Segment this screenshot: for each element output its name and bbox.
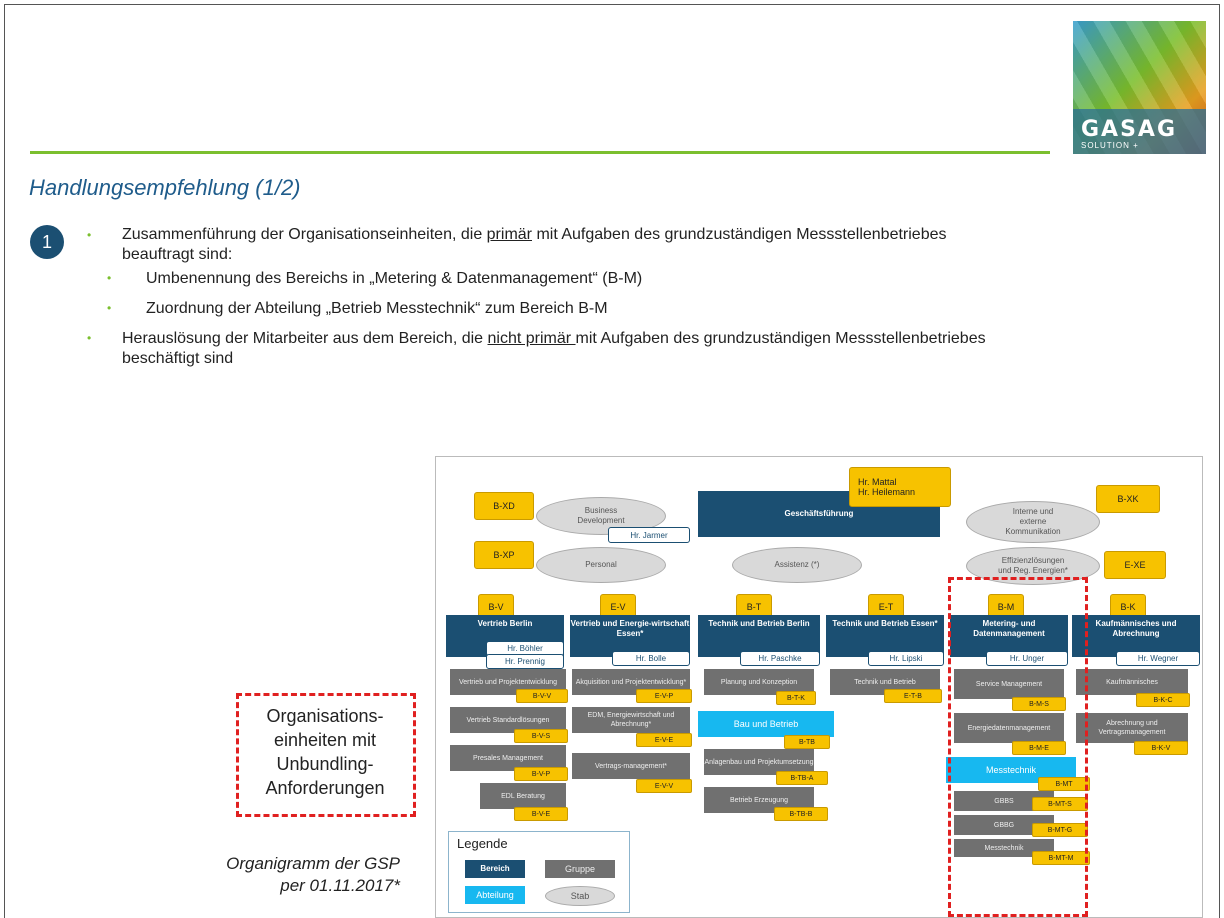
tag-e-xe: E-XE	[1104, 551, 1166, 579]
bullet-dot: •	[87, 331, 92, 345]
tag-bt1: B-T-K	[776, 691, 816, 705]
box-kaufmaennisches: Kaufmännisches und Abrechnung	[1072, 615, 1200, 657]
org-chart-caption: Organigramm der GSP per 01.11.2017*	[226, 854, 400, 895]
unit-bt3: Anlagenbau und Projektumsetzung	[704, 749, 814, 775]
unit-bv1: Vertrieb und Projektentwicklung	[450, 669, 566, 695]
tag-bt3: B-TB-A	[776, 771, 828, 785]
sub-bullet-dot: •	[107, 301, 112, 315]
header-rule	[30, 151, 1050, 154]
tag-bm4: B-MT-S	[1032, 797, 1088, 811]
legend-title: Legende	[457, 836, 508, 851]
tag-ev2: E-V-E	[636, 733, 692, 747]
tag-bk1: B-K-C	[1136, 693, 1190, 707]
slide-title: Handlungsempfehlung (1/2)	[29, 175, 301, 200]
unit-bt1: Planung und Konzeption	[704, 669, 814, 695]
legend-gruppe: Gruppe	[545, 860, 615, 878]
tag-bm1: B-M-S	[1012, 697, 1066, 711]
tag-bt4: B-TB-B	[774, 807, 828, 821]
name-prennig: Hr. Prennig	[486, 654, 564, 669]
tag-bv2: B-V-S	[514, 729, 568, 743]
tag-bm2: B-M-E	[1012, 741, 1066, 755]
legend-bereich: Bereich	[465, 860, 525, 878]
legend: Legende Bereich Gruppe Abteilung Stab	[448, 831, 630, 913]
tag-b-xp: B-XP	[474, 541, 534, 569]
tag-bm3: B-MT	[1038, 777, 1090, 791]
sub-bullet-1: Umbenennung des Bereichs in „Metering & …	[146, 270, 643, 287]
unit-bv4: EDL Beratung	[480, 783, 566, 809]
box-technik-berlin: Technik und Betrieb Berlin	[698, 615, 820, 657]
staff-personal: Personal	[536, 547, 666, 583]
unit-bm5: GBBG	[954, 815, 1054, 835]
unit-bm6: Messtechnik	[954, 839, 1054, 857]
sub-bullet-2: Zuordnung der Abteilung „Betrieb Messtec…	[146, 300, 608, 317]
name-paschke: Hr. Paschke	[740, 651, 820, 666]
unit-bt2: Bau und Betrieb	[698, 711, 834, 737]
tag-bv4: B-V-E	[514, 807, 568, 821]
tag-bt2: B-TB	[784, 735, 830, 749]
name-jarmer: Hr. Jarmer	[608, 527, 690, 543]
unit-ev2: EDM, Energiewirtschaft und Abrechnung*	[572, 707, 690, 733]
bm-highlight	[948, 577, 1088, 917]
bullet-2-line2: beschäftigt sind	[122, 350, 234, 367]
unit-bk1: Kaufmännisches	[1076, 669, 1188, 695]
tag-b-xk: B-XK	[1096, 485, 1160, 513]
unit-bv3: Presales Management	[450, 745, 566, 771]
tag-et1: E-T-B	[884, 689, 942, 703]
slide-frame	[4, 4, 1220, 918]
tag-ev3: E-V-V	[636, 779, 692, 793]
legend-stab: Stab	[545, 886, 615, 906]
unit-bm4: GBBS	[954, 791, 1054, 811]
bullet-dot: •	[87, 228, 92, 242]
logo-brand: GASAG	[1081, 117, 1178, 142]
box-technik-essen: Technik und Betrieb Essen*	[826, 615, 944, 657]
box-metering: Metering- und Datenmanagement	[950, 615, 1068, 657]
unbundling-label: Organisations- einheiten mit Unbundling-…	[265, 706, 385, 798]
unit-bk2: Abrechnung und Vertragsmanagement	[1076, 713, 1188, 743]
tag-b-xd: B-XD	[474, 492, 534, 520]
legend-abteilung: Abteilung	[465, 886, 525, 904]
name-unger: Hr. Unger	[986, 651, 1068, 666]
tag-ev1: E-V-P	[636, 689, 692, 703]
tag-bm5: B-MT-G	[1032, 823, 1088, 837]
tag-bv3: B-V-P	[514, 767, 568, 781]
sub-bullet-dot: •	[107, 271, 112, 285]
unbundling-label-box	[236, 693, 416, 817]
bullet-1: Zusammenführung der Organisationseinheit…	[122, 226, 947, 243]
logo-sub: SOLUTION +	[1081, 141, 1139, 150]
tag-bv1: B-V-V	[516, 689, 568, 703]
name-bolle: Hr. Bolle	[612, 651, 690, 666]
unit-bm2: Energiedatenmanagement	[954, 713, 1064, 743]
bullet-2: Herauslösung der Mitarbeiter aus dem Ber…	[122, 330, 986, 347]
tag-bk2: B-K-V	[1134, 741, 1188, 755]
box-vertrieb-essen: Vertrieb und Energie-wirtschaft Essen*	[570, 615, 690, 657]
name-lipski: Hr. Lipski	[868, 651, 944, 666]
bullet-1-line2: beauftragt sind:	[122, 246, 233, 263]
tag-bm6: B-MT-M	[1032, 851, 1090, 865]
step-number-badge: 1	[30, 225, 64, 259]
staff-assistenz: Assistenz (*)	[732, 547, 862, 583]
unit-ev3: Vertrags-management*	[572, 753, 690, 779]
name-wegner: Hr. Wegner	[1116, 651, 1200, 666]
unit-bm1: Service Management	[954, 669, 1064, 699]
gasag-logo: GASAG SOLUTION +	[1073, 21, 1206, 154]
unit-bv2: Vertrieb Standardlösungen	[450, 707, 566, 733]
